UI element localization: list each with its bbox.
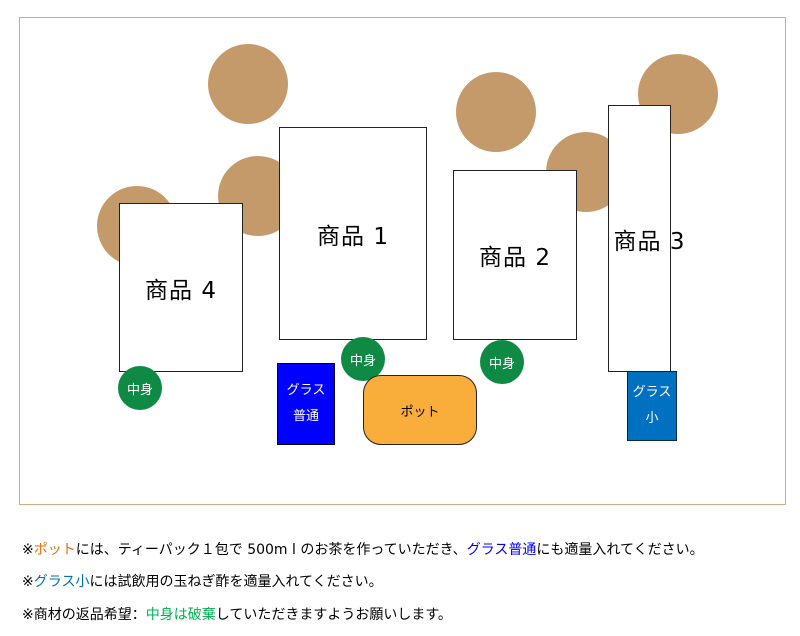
note-3-suffix: していただきますようお願いします。 (215, 607, 452, 623)
product-3-label: 商品 3 (613, 228, 686, 255)
pot-box: ポット (363, 375, 477, 445)
note-line-2: ※グラス小には試飲用の玉ねぎ酢を適量入れてください。 (22, 571, 383, 591)
note-line-3: ※商材の返品希望：中身は破棄していただきますようお願いします。 (22, 604, 452, 624)
product-2-box: 商品 2 (453, 170, 577, 340)
plant-circle (208, 44, 288, 124)
glass-small-box: グラス 小 (627, 371, 677, 441)
nakami-label: 中身 (488, 356, 515, 372)
product-4-box: 商品 4 (119, 203, 243, 372)
glass-normal-box: グラス 普通 (277, 363, 335, 445)
nakami-marker: 中身 (480, 340, 524, 384)
note-1-pot: ポット (33, 542, 76, 558)
note-1-suffix: にも適量入れてください。 (536, 542, 704, 558)
nakami-label: 中身 (349, 353, 376, 369)
glass-small-line2: 小 (645, 411, 659, 426)
note-2-glass-small: グラス小 (33, 574, 90, 590)
nakami-label: 中身 (126, 382, 153, 398)
note-2-prefix: ※ (22, 574, 34, 590)
nakami-marker: 中身 (341, 337, 385, 381)
note-3-highlight: 中身は破棄 (145, 607, 216, 623)
plant-circle (456, 72, 536, 152)
note-2-suffix: には試飲用の玉ねぎ酢を適量入れてください。 (89, 574, 383, 590)
note-1-prefix: ※ (22, 542, 34, 558)
note-1-glass-normal: グラス普通 (466, 542, 537, 558)
product-1-label: 商品 1 (317, 223, 389, 250)
note-1-mid: には、ティーパック１包で 500m l のお茶を作っていただき、 (75, 542, 467, 558)
product-4-label: 商品 4 (145, 277, 217, 304)
pot-label: ポット (400, 404, 440, 420)
product-3-box: 商品 3 (608, 105, 684, 372)
nakami-marker: 中身 (118, 366, 162, 410)
product-1-box: 商品 1 (279, 127, 427, 340)
note-3-prefix: ※商材の返品希望： (22, 607, 146, 623)
glass-normal-line2: 普通 (292, 409, 319, 424)
product-2-label: 商品 2 (479, 245, 551, 271)
note-line-1: ※ポットには、ティーパック１包で 500m l のお茶を作っていただき、グラス普… (22, 539, 704, 559)
glass-small-line1: グラス (632, 385, 672, 400)
glass-normal-line1: グラス (286, 383, 326, 398)
